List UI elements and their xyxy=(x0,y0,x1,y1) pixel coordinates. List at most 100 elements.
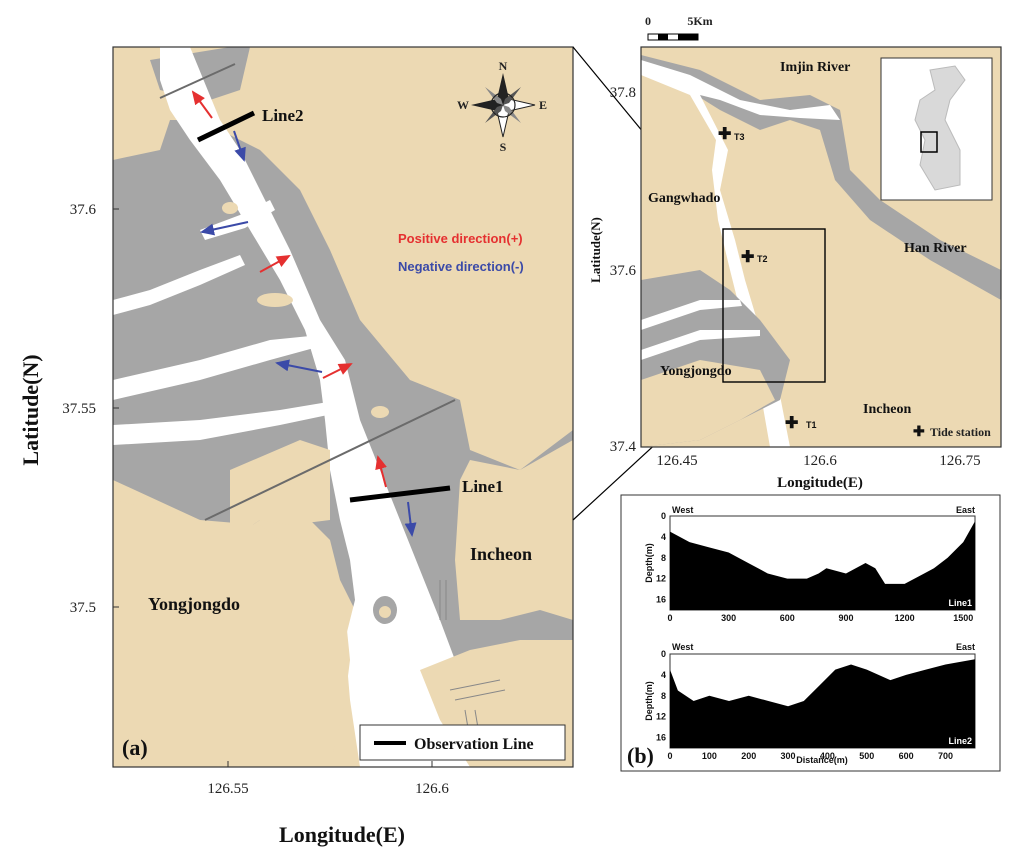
island xyxy=(371,406,389,418)
causeway-north xyxy=(159,63,236,99)
tide-station-icon: ✚ xyxy=(718,126,731,143)
main-channel xyxy=(160,47,573,767)
positive-arrow xyxy=(259,255,291,273)
profile-xlabel: Distance(m) xyxy=(796,755,848,765)
profile-ytick: 0 xyxy=(661,511,666,521)
tide-legend: Tide station xyxy=(930,425,991,439)
korea-inset xyxy=(880,57,993,201)
negative-arrow xyxy=(233,130,246,162)
tide-stations: ✚ T3 ✚ T2 ✚ T1 ✚ Tide station xyxy=(718,126,991,440)
profile-xtick: 300 xyxy=(721,613,736,623)
profile-xtick: 0 xyxy=(667,751,672,761)
station-t3: T3 xyxy=(734,132,745,142)
station-t1: T1 xyxy=(806,420,817,430)
profile-ytick: 4 xyxy=(661,532,666,542)
legend-positive: Positive direction(+) xyxy=(398,231,523,246)
yongjongdo-land xyxy=(113,500,350,767)
xtick: 126.6 xyxy=(803,453,837,469)
scale-start: 0 xyxy=(645,14,651,28)
panel-b-xlabel: Longitude(E) xyxy=(777,475,863,491)
panel-b-yticks: 37.8 37.6 37.4 xyxy=(610,85,637,455)
compass-n: N xyxy=(499,59,508,73)
label-yongjongdo-b: Yongjongdo xyxy=(660,364,732,379)
label-gangwhado: Gangwhado xyxy=(648,191,720,206)
compass-w: W xyxy=(457,98,469,112)
profile-xtick: 300 xyxy=(781,751,796,761)
tide-station-icon: ✚ xyxy=(785,415,798,432)
profile-xtick: 500 xyxy=(859,751,874,761)
line2-east: East xyxy=(956,642,975,652)
han-river xyxy=(641,55,1001,300)
panel-a-map xyxy=(113,47,573,767)
panel-a-yticks: 37.6 37.55 37.5 xyxy=(62,202,119,616)
west-channel-3 xyxy=(200,200,275,240)
profile-xtick: 900 xyxy=(838,613,853,623)
legend-observation-line: Observation Line xyxy=(414,736,534,753)
ytick: 37.55 xyxy=(62,401,96,417)
label-line2: Line2 xyxy=(262,106,304,125)
compass-rose-icon: N S E W xyxy=(457,59,547,154)
panel-b-frame xyxy=(640,46,1002,448)
positive-arrow xyxy=(375,455,387,488)
compass-s: S xyxy=(500,140,507,154)
profile-xtick: 1500 xyxy=(953,613,973,623)
ytick: 37.6 xyxy=(70,202,97,218)
observation-line-1 xyxy=(349,485,451,503)
island xyxy=(222,202,238,214)
xtick: 126.6 xyxy=(415,781,449,797)
ytick: 37.5 xyxy=(70,600,96,616)
profile-xtick: 1200 xyxy=(895,613,915,623)
island xyxy=(379,606,391,618)
panel-b-xticks: 126.45 126.6 126.75 xyxy=(656,453,980,469)
line2-name: Line2 xyxy=(948,736,972,746)
profile-ytick: 8 xyxy=(661,691,666,701)
profile-ytick: 12 xyxy=(656,574,666,584)
profile-ytick: 16 xyxy=(656,733,666,743)
profile-xtick: 200 xyxy=(741,751,756,761)
panel-a-ylabel: Latitude(N) xyxy=(18,354,43,465)
profile-xtick: 0 xyxy=(667,613,672,623)
tide-station-icon: ✚ xyxy=(913,425,925,440)
legend-negative: Negative direction(-) xyxy=(398,259,524,274)
zoom-box xyxy=(722,228,826,383)
ytick: 37.8 xyxy=(610,85,636,101)
line2-depth-area xyxy=(670,659,975,748)
ytick: 37.4 xyxy=(610,439,637,455)
panel-a-label: (a) xyxy=(122,735,148,760)
station-t2: T2 xyxy=(757,254,768,264)
profile-xtick: 600 xyxy=(780,613,795,623)
profile-xtick: 400 xyxy=(820,751,835,761)
profile-ytick: 4 xyxy=(661,670,666,680)
profile-ytick: 16 xyxy=(656,595,666,605)
xtick: 126.55 xyxy=(207,781,248,797)
west-channel-1 xyxy=(113,335,325,400)
line1-west: West xyxy=(672,505,693,515)
ytick: 37.6 xyxy=(610,263,637,279)
profile-ytick: 12 xyxy=(656,712,666,722)
island xyxy=(257,293,293,307)
flow-arrows xyxy=(191,90,417,537)
negative-arrow xyxy=(404,501,417,537)
profile-xtick: 600 xyxy=(899,751,914,761)
profile-line2: West East Line2 xyxy=(669,642,976,749)
west-channels-b xyxy=(641,300,760,360)
profile-ytick: 8 xyxy=(661,553,666,563)
line1-name: Line1 xyxy=(948,598,972,608)
west-channel-4 xyxy=(113,255,245,315)
profile-xtick: 100 xyxy=(702,751,717,761)
panel-b-ylabel: Latitude(N) xyxy=(588,217,603,283)
label-han: Han River xyxy=(904,241,967,256)
scale-end: 5Km xyxy=(687,14,712,28)
label-yongjongdo: Yongjongdo xyxy=(148,594,240,614)
compass-e: E xyxy=(539,98,547,112)
profile2-ylabel: Depth(m) xyxy=(644,681,654,721)
tide-station-icon: ✚ xyxy=(741,249,754,266)
label-line1: Line1 xyxy=(462,477,504,496)
panel-a-frame xyxy=(112,46,574,768)
west-channel-2 xyxy=(113,400,342,445)
positive-arrow xyxy=(191,90,213,119)
profile1-ylabel: Depth(m) xyxy=(644,543,654,583)
negative-arrow xyxy=(200,221,249,236)
